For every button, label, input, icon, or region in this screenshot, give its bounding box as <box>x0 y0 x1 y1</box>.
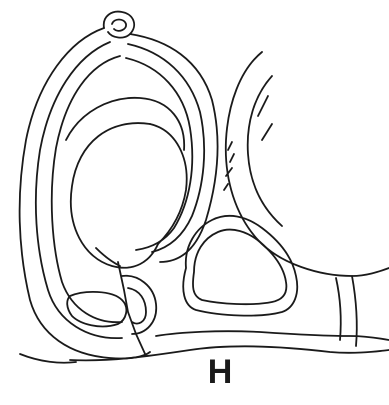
inner-circle-right <box>150 124 187 244</box>
ring-rim-3 <box>52 56 122 322</box>
panel-label: H <box>204 352 236 392</box>
lower-loop <box>67 292 126 327</box>
right-arc-tick <box>258 96 272 140</box>
base-band-top <box>156 331 389 340</box>
right-arc-outer <box>226 52 389 276</box>
base-left-tail <box>20 354 76 363</box>
base-band-divider <box>336 278 341 340</box>
crack-line-2 <box>96 248 120 266</box>
inner-circle <box>71 123 158 268</box>
triangle-cavity-inner <box>193 230 286 305</box>
right-arc-inner <box>248 76 282 226</box>
top-loop-inner <box>112 20 126 31</box>
